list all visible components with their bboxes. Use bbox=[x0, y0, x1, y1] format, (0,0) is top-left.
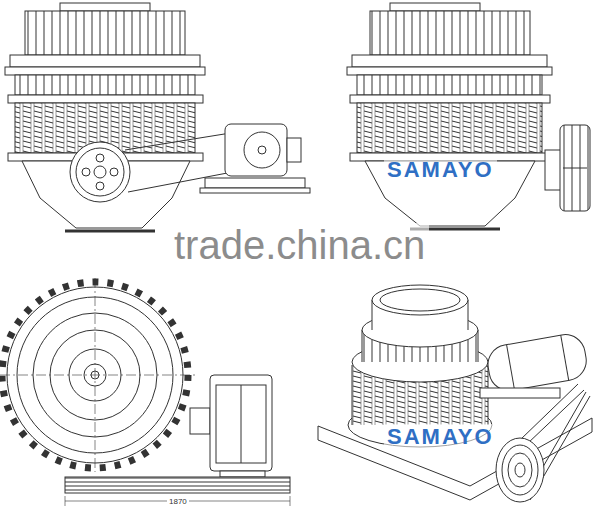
watermark-text: trade.china.cn bbox=[170, 223, 429, 268]
side-view bbox=[347, 3, 590, 229]
isometric-view bbox=[318, 285, 592, 502]
watermark-logo: SAMAYO bbox=[384, 157, 497, 183]
watermark-logo: SAMAYO bbox=[384, 424, 497, 450]
dimension-label: 1870 bbox=[167, 497, 189, 506]
plan-view bbox=[0, 278, 290, 506]
front-view bbox=[5, 3, 310, 231]
